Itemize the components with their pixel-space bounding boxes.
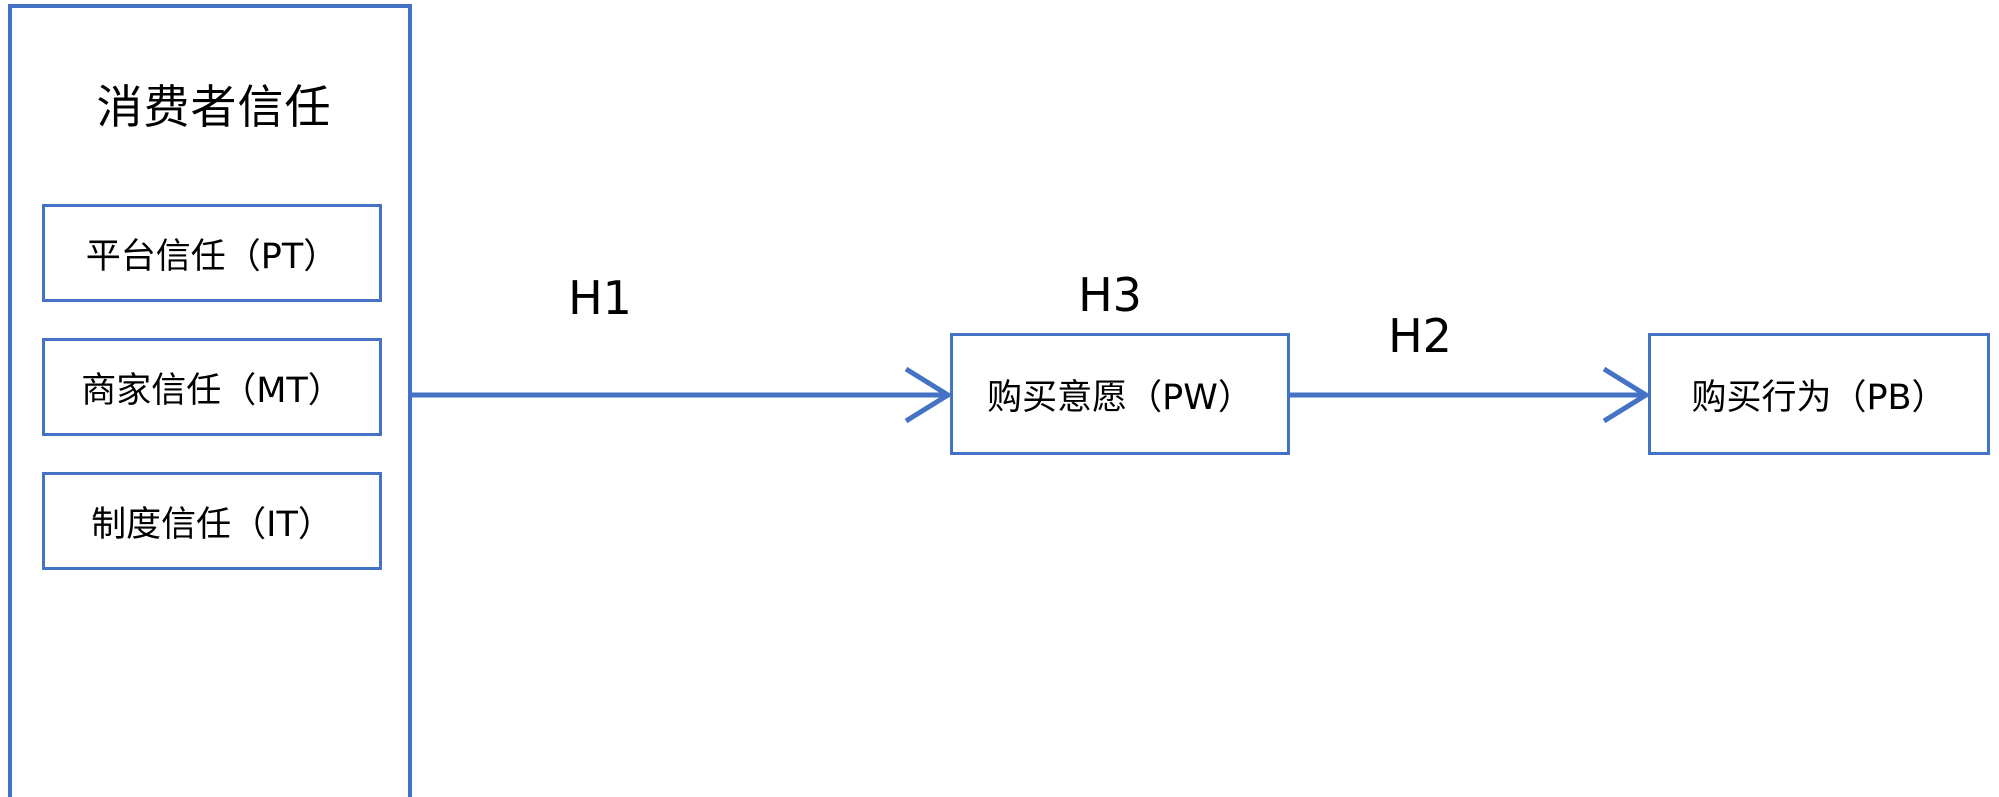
arrow-h1 [412,366,953,424]
node-label-purchase-willingness: 购买意愿（PW） [987,377,1253,418]
hypothesis-label-h1: H1 [568,271,632,325]
construct-box-merchant-trust[interactable]: 商家信任（MT） [42,338,382,436]
hypothesis-label-h2: H2 [1388,309,1452,363]
construct-box-platform-trust[interactable]: 平台信任（PT） [42,204,382,302]
hypothesis-label-h3: H3 [1078,268,1142,322]
consumer-trust-group-box[interactable]: 消费者信任 平台信任（PT） 商家信任（MT） 制度信任（IT） [8,4,412,797]
node-box-purchase-willingness[interactable]: 购买意愿（PW） [950,333,1290,455]
construct-label-merchant-trust: 商家信任（MT） [81,370,343,411]
arrow-h2 [1290,366,1651,424]
construct-label-platform-trust: 平台信任（PT） [85,236,339,277]
construct-box-institutional-trust[interactable]: 制度信任（IT） [42,472,382,570]
node-label-purchase-behavior: 购买行为（PB） [1691,377,1947,418]
node-box-purchase-behavior[interactable]: 购买行为（PB） [1648,333,1990,455]
arrowhead-h2 [1602,366,1651,424]
arrowhead-h1 [904,366,953,424]
construct-label-institutional-trust: 制度信任（IT） [91,504,333,545]
consumer-trust-title: 消费者信任 [96,80,332,134]
